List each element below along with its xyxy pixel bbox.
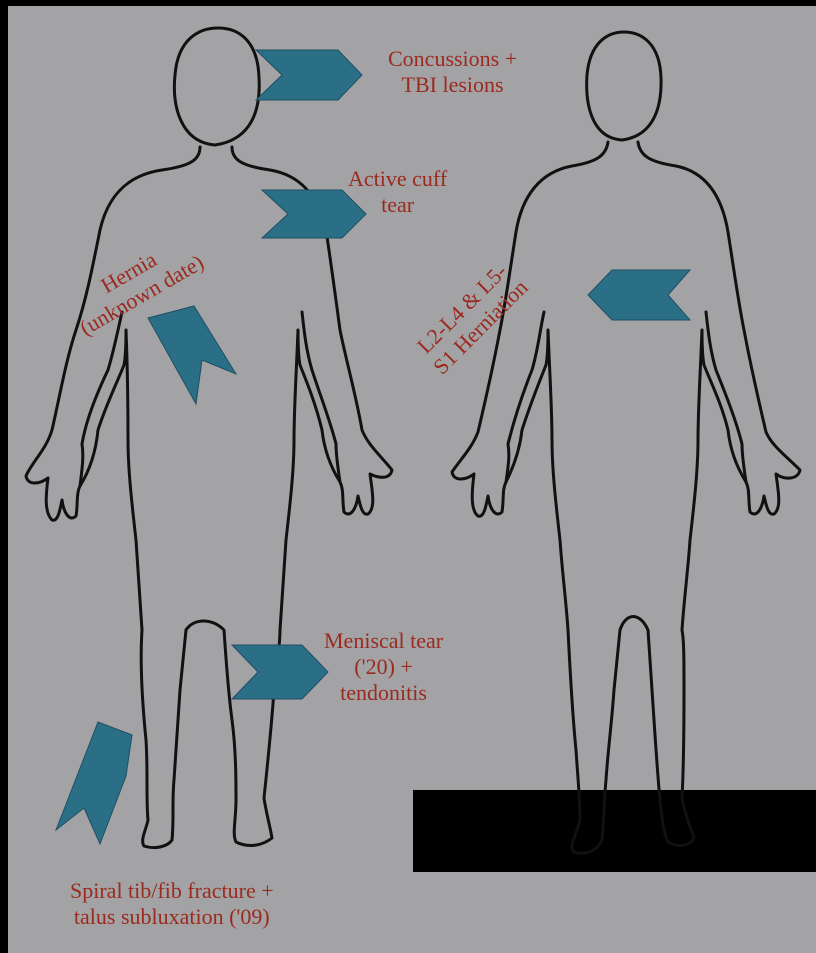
front-body-figure [26,28,392,848]
label-line: Active cuff [348,166,447,192]
label-line: Meniscal tear [324,628,443,654]
label-tibfib-fracture: Spiral tib/fib fracture + talus subluxat… [70,878,274,930]
label-cuff-tear: Active cuff tear [348,166,447,218]
label-line: Concussions + [388,46,517,72]
label-line: tear [348,192,447,218]
label-concussions: Concussions + TBI lesions [388,46,517,98]
label-meniscal-tear: Meniscal tear ('20) + tendonitis [324,628,443,706]
concussion-arrow-icon [256,50,362,100]
hernia-arrow-icon [148,306,236,404]
label-line: TBI lesions [388,72,517,98]
spine-arrow-icon [588,270,690,320]
label-line: ('20) + [324,654,443,680]
label-line: tendonitis [324,680,443,706]
tibfib-arrow-icon [56,722,132,844]
floor-block [413,790,816,872]
label-line: talus subluxation ('09) [70,904,274,930]
back-body-figure [452,32,800,853]
meniscal-arrow-icon [232,645,328,699]
label-line: Spiral tib/fib fracture + [70,878,274,904]
